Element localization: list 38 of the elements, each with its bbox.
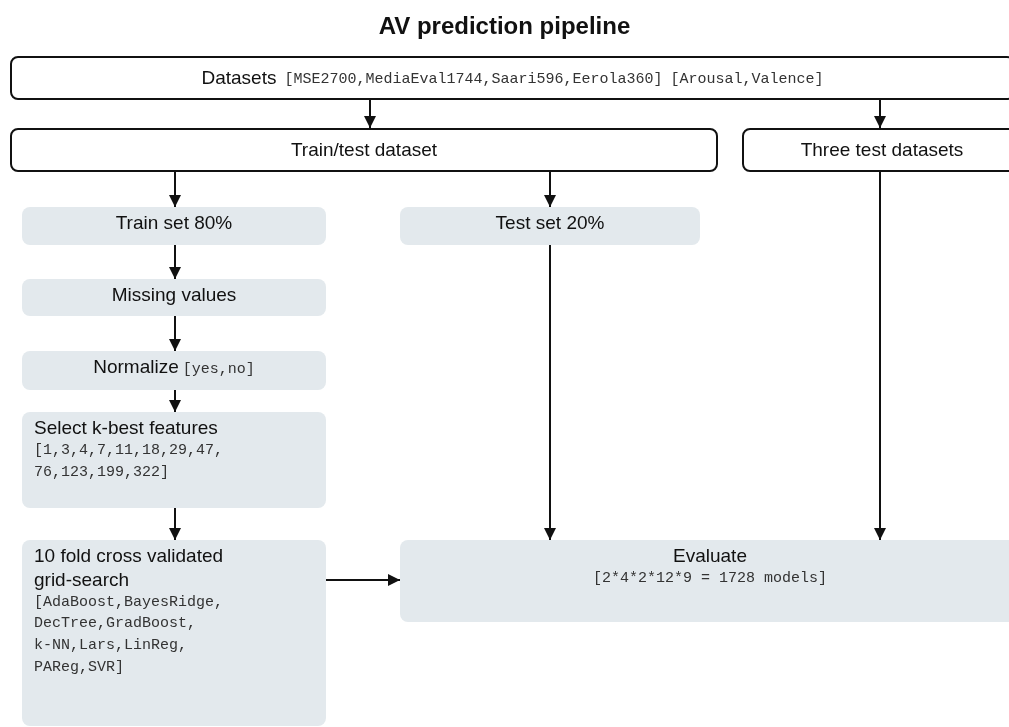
- step-label: Train/test dataset: [290, 138, 438, 162]
- parameter-list: [yes,no]: [182, 359, 255, 381]
- process-box: [742, 128, 1009, 172]
- step-label: 10 fold cross validated grid-search: [34, 544, 225, 592]
- diagram-title: AV prediction pipeline: [377, 12, 632, 40]
- step-label: Missing values: [110, 283, 238, 307]
- arrow: [874, 99, 886, 129]
- step-label: Three test datasets: [800, 138, 964, 162]
- step-box: [400, 207, 700, 245]
- step-label: Test set 20%: [494, 211, 606, 235]
- process-box: [10, 56, 1009, 100]
- step-label: Evaluate: [672, 544, 748, 568]
- arrow: [364, 99, 376, 129]
- step-box: [22, 540, 326, 726]
- step-label: Datasets: [201, 66, 277, 90]
- step-box: [22, 412, 326, 508]
- step-box: [22, 351, 326, 390]
- arrow: [544, 244, 556, 541]
- parameter-list: [AdaBoost,BayesRidge, DecTree,GradBoost, k-NN,Lars,LinReg, PAReg,SVR]: [34, 591, 233, 679]
- step-label: Train set 80%: [114, 211, 234, 235]
- parameter-list: [MSE2700,MediaEval1744,Saari596,Eerola360]: [284, 68, 663, 91]
- arrow: [874, 171, 886, 541]
- step-box: [22, 279, 326, 316]
- parameter-list: [Arousal,Valence]: [670, 68, 824, 91]
- step-label: Normalize: [93, 355, 179, 379]
- arrow: [169, 171, 181, 208]
- arrow: [169, 389, 181, 413]
- arrow: [325, 574, 401, 586]
- process-box: [10, 128, 718, 172]
- arrow: [169, 507, 181, 541]
- parameter-list: [1,3,4,7,11,18,29,47, 76,123,199,322]: [34, 439, 233, 484]
- arrow: [169, 315, 181, 352]
- step-label: Select k-best features: [34, 416, 219, 440]
- arrow: [169, 244, 181, 280]
- arrow: [544, 171, 556, 208]
- step-box: [22, 207, 326, 245]
- parameter-list: [2*4*2*12*9 = 1728 models]: [412, 567, 1008, 590]
- step-box: [400, 540, 1009, 622]
